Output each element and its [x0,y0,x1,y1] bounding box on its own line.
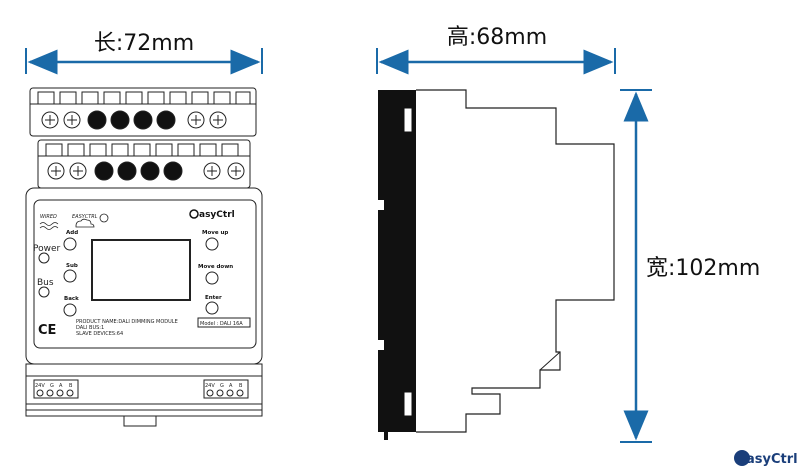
move-down-button[interactable] [205,271,219,285]
height-dimension: 宽:102mm [620,89,760,443]
model-box [197,317,251,328]
brand-logo-icon [189,209,199,219]
back-button[interactable] [63,303,77,317]
bottom-terminal-right [203,379,249,399]
move-up-button[interactable] [205,237,219,251]
bus-label: Bus [37,278,54,288]
top-terminal-block [29,87,257,137]
depth-label: 高:68mm [447,25,547,50]
terminal-row-2 [45,143,239,157]
front-view [25,87,263,427]
add-label: Add [66,230,78,236]
depth-dimension: 高:68mm [376,25,616,75]
height-label: 宽:102mm [646,256,760,281]
sub-label: Sub [66,263,78,269]
power-indicator [38,252,50,264]
move-up-label: Move up [202,230,228,236]
back-label: Back [64,296,79,302]
bottom-right-term-4: B [239,383,243,389]
bottom-right-term-2: G [220,383,224,389]
terminal-row-1 [37,91,251,105]
screws-row-2 [47,161,245,181]
wave-icon [39,222,59,226]
bus-indicator [38,286,50,298]
bottom-left-term-3: A [59,383,63,389]
front-label-panel [33,199,257,349]
bottom-left-term-2: G [50,383,54,389]
bottom-left-term-1: 24V [35,383,45,389]
front-texts: Add Sub Back Move up Move down Enter Pow… [33,209,243,389]
bottom-left-term-4: B [69,383,73,389]
bottom-terminal-left [33,379,79,399]
side-body-outline [416,89,615,433]
cloud-icon [75,218,95,228]
sub-button[interactable] [63,269,77,283]
enter-button[interactable] [205,301,219,315]
brand-logo-text: asyCtrl [199,210,235,220]
side-black-front [378,90,416,440]
product-line-3: SLAVE DEVICES:64 [76,331,123,337]
screws-row-1 [41,110,227,130]
power-label: Power [33,244,61,254]
watermark-logo-icon [734,450,750,466]
bottom-right-term-3: A [229,383,233,389]
watermark-text: asyCtrl [746,452,798,467]
din-clip [123,415,157,427]
easyctrl-logo-small-text: EASYCTRL [72,214,98,220]
add-button[interactable] [63,237,77,251]
enter-label: Enter [205,295,222,301]
gear-icon [99,213,109,223]
wired-logo-text: WIRED [40,214,57,220]
bottom-right-term-1: 24V [205,383,215,389]
lcd-screen [91,239,191,301]
product-line-2: DALI BUS:1 [76,325,104,331]
width-dimension: 长:72mm [25,31,263,75]
model-label: Model : DALI 16A [200,321,243,327]
watermark: asyCtrl [734,450,798,467]
width-label: 长:72mm [94,31,194,56]
product-line-1: PRODUCT NAME:DALI DIMMING MODULE [76,319,178,325]
side-view [378,89,615,440]
ce-mark: CE [38,323,56,338]
move-down-label: Move down [198,264,233,270]
